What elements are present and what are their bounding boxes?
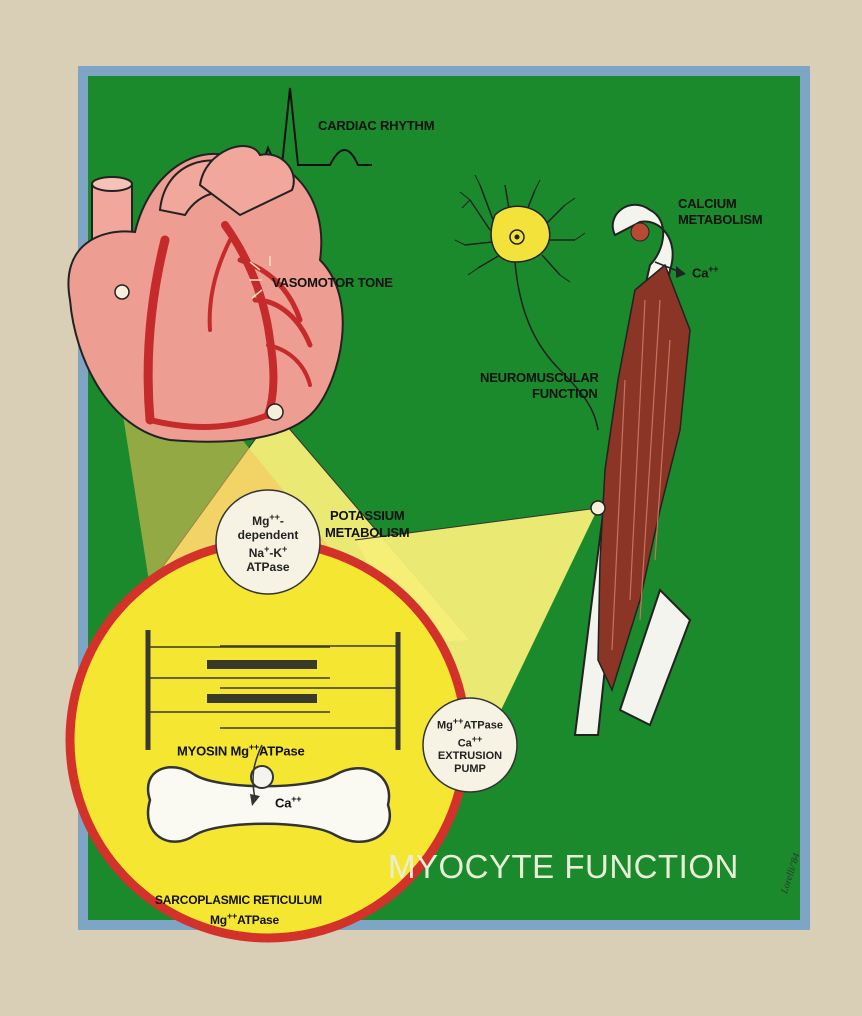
potassium-label-1: POTASSIUM — [330, 508, 405, 523]
muscle-zoom-spot — [591, 501, 605, 515]
calcium-metabolism-label-2: METABOLISM — [678, 212, 762, 227]
calcium-spot — [631, 223, 649, 241]
vasomotor-tone-label: VASOMOTOR TONE — [272, 275, 393, 290]
heart-vessel-spot — [115, 285, 129, 299]
nak-atpase-text: Mg++- dependent Na+-K+ ATPase — [216, 510, 320, 574]
sr-label-2: Mg++ATPase — [210, 909, 279, 928]
neuromuscular-label-1: NEUROMUSCULAR — [480, 370, 599, 385]
calcium-metabolism-label-1: CALCIUM — [678, 196, 737, 211]
pump-text: Mg++ATPase Ca++ EXTRUSION PUMP — [423, 715, 517, 776]
myosin-label: MYOSIN Mg++ATPase — [177, 740, 305, 758]
diagram-title: MYOCYTE FUNCTION — [388, 848, 739, 886]
heart-zoom-spot — [267, 404, 283, 420]
potassium-label-2: METABOLISM — [325, 525, 409, 540]
sr-calcium-label: Ca++ — [275, 792, 301, 810]
sr-label-1: SARCOPLASMIC RETICULUM — [155, 893, 322, 908]
neuromuscular-label-2: FUNCTION — [532, 386, 598, 401]
calcium-ion-label: Ca++ — [692, 262, 718, 280]
cardiac-rhythm-label: CARDIAC RHYTHM — [318, 118, 434, 133]
